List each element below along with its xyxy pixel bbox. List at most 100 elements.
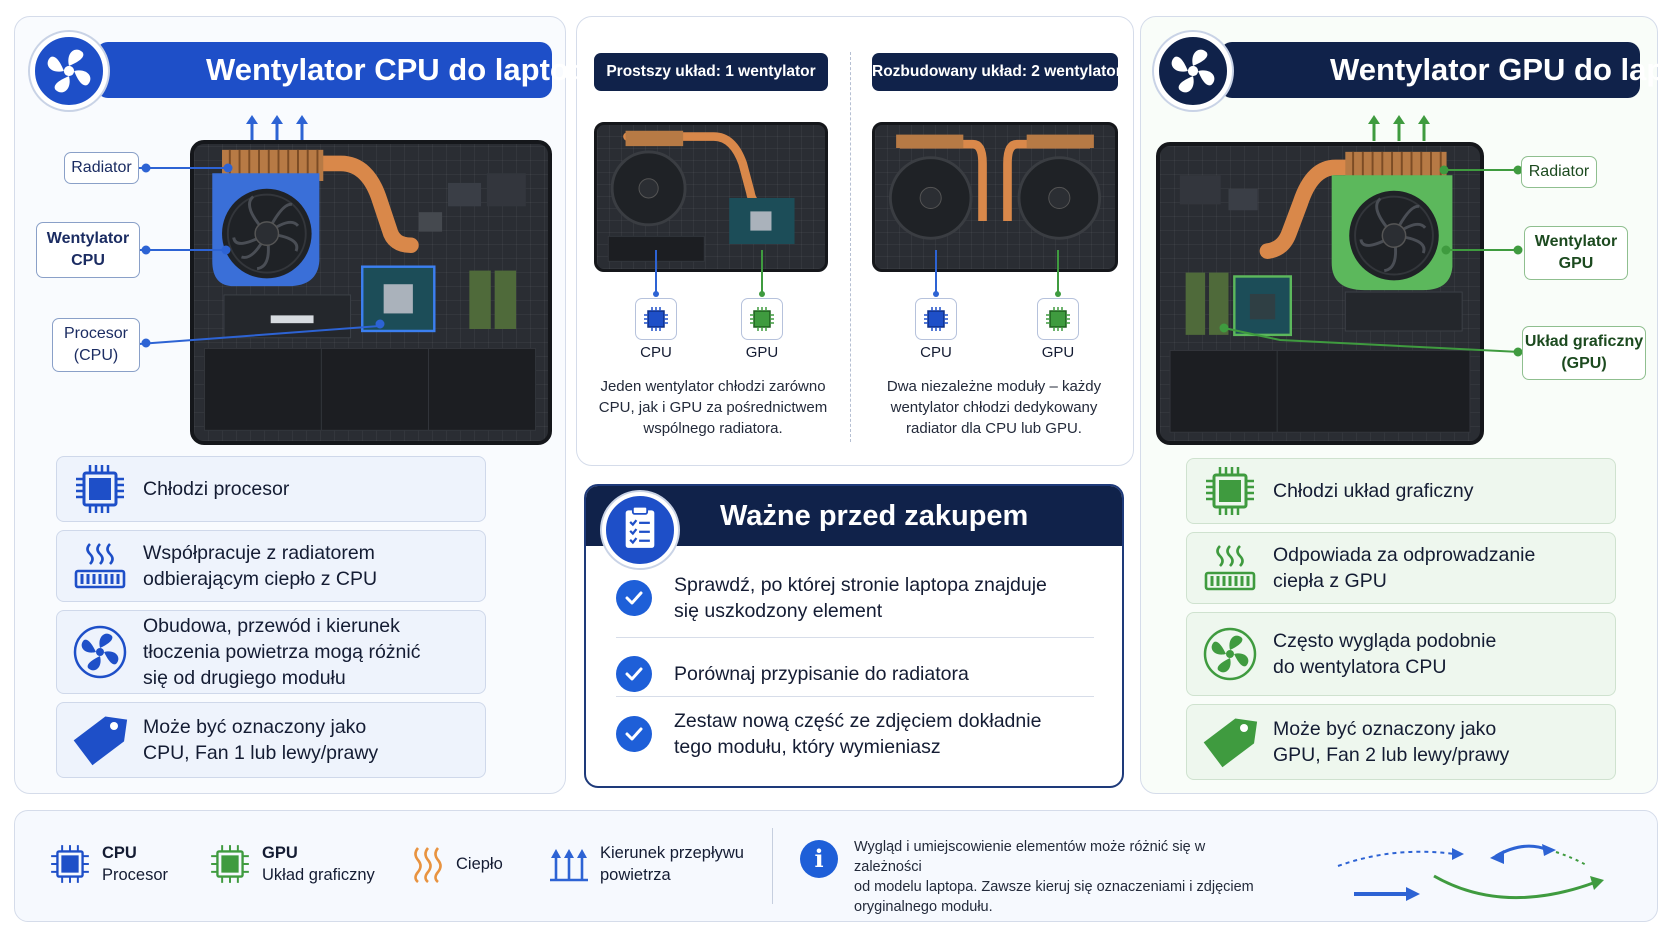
cpu-chip-icon [644,307,668,331]
legend-airflow-line2: powietrza [600,866,671,884]
line: odbierającym ciepło z CPU [143,568,378,590]
checkmark-icon [616,716,652,752]
simple-layout-board [594,122,828,272]
fan-badge-icon [30,32,108,110]
callout-graphics-chip: Układ graficzny (GPU) [1522,326,1646,380]
cpu-feature-radiator: Współpracuje z radiatorem odbierającym ci… [56,530,486,602]
line: Sprawdź, po której stronie laptopa znajd… [674,574,1047,596]
airflow-arrows-icon [1368,115,1430,141]
line: Dwa niezależne moduły – każdy [886,378,1102,395]
layouts-divider [850,52,851,442]
gpu-chip-icon [750,307,774,331]
airflow-arrows-icon [550,849,588,882]
tag-icon [1203,718,1258,768]
line: od modelu laptopa. Zawsze kieruj się ozn… [854,879,1254,895]
gpu-feature-text: Odpowiada za odprowadzanie ciepła z GPU [1273,542,1545,594]
cpu-chip-icon [51,845,89,883]
gpu-laptop-board [1156,142,1484,445]
line: Może być oznaczony jako [1273,718,1497,740]
callout-cpu-fan-line1: Wentylator [46,230,130,247]
tag-icon [73,716,128,766]
callout-graphics-chip-line2: (GPU) [1561,355,1607,372]
legend-cpu-title: CPU [102,844,137,862]
line: ciepła z GPU [1273,570,1387,592]
info-icon: i [800,840,838,878]
line: Współpracuje z radiatorem [143,542,375,564]
simple-gpu-chip [741,298,783,340]
simple-layout-title: Prostszy układ: 1 wentylator [594,53,828,91]
check-item: Porównaj przypisanie do radiatora [616,656,1106,692]
legend-gpu-sub: Układ graficzny [262,866,375,884]
extended-cpu-chip [915,298,957,340]
gpu-feature-text: Chłodzi układ graficzny [1273,480,1474,502]
simple-gpu-label: GPU [745,344,779,361]
gpu-chip-icon [211,845,249,883]
gpu-panel-title: Wentylator GPU do laptopa [1220,42,1672,98]
line: Odpowiada za odprowadzanie [1273,544,1536,566]
callout-graphics-chip-line1: Układ graficzny [1524,333,1644,350]
line: wentylator chłodzi dedykowany [890,399,1098,416]
line: Obudowa, przewód i kierunek [143,615,400,637]
heat-icon [414,847,442,884]
line: się uszkodzony element [674,600,883,622]
extended-gpu-label: GPU [1041,344,1075,361]
gpu-chip-icon [1046,307,1070,331]
line: Często wygląda podobnie [1273,630,1497,652]
cpu-chip-icon [76,465,124,513]
legend-cpu-sub: Procesor [102,866,169,884]
check-item: Sprawdź, po której stronie laptopa znajd… [616,572,1106,624]
legend-divider [772,828,773,904]
gpu-feature-heat: Odpowiada za odprowadzanie ciepła z GPU [1186,532,1616,604]
line: CPU, Fan 1 lub lewy/prawy [143,742,379,764]
line: Wygląd i umiejscowienie elementów może r… [854,839,1206,875]
line: wspólnego radiatora. [643,420,783,437]
divider [616,637,1094,638]
fan-badge-icon [1154,32,1232,110]
simple-cpu-label: CPU [640,344,672,361]
line: się od drugiego modułu [143,667,346,689]
heat-radiator-icon [1204,545,1256,591]
simple-cpu-chip [635,298,677,340]
legend-heat-label: Ciepło [456,855,503,873]
airflow-arrows-icon [246,115,308,141]
extended-layout-board [872,122,1118,272]
gpu-feature-cools-graphics: Chłodzi układ graficzny [1186,458,1616,524]
callout-radiator: Radiator [64,152,139,184]
gpu-chip-icon [1206,467,1254,515]
cpu-feature-cools-processor: Chłodzi procesor [56,456,486,522]
callout-gpu-fan: Wentylator GPU [1524,226,1628,280]
extended-layout-title: Rozbudowany układ: 2 wentylatory [872,53,1130,91]
divider [616,696,1094,697]
checkmark-icon [616,580,652,616]
cpu-chip-icon [924,307,948,331]
cpu-feature-text: Chłodzi procesor [143,478,290,500]
callout-gpu-fan-line2: GPU [1558,255,1594,272]
checkmark-icon [616,656,652,692]
line: CPU, jak i GPU za pośrednictwem [598,399,828,416]
callout-processor: Procesor (CPU) [52,318,140,372]
cpu-laptop-board [190,140,552,445]
callout-radiator: Radiator [1521,156,1597,188]
fan-icon [1203,627,1257,681]
legend-heat: Ciepło [410,844,503,884]
cpu-panel-title: Wentylator CPU do laptopa [96,42,605,98]
line: oryginalnego modułu. [854,899,993,915]
check-item: Zestaw nową część ze zdjęciem dokładnie t… [616,708,1106,760]
legend-info-text: Wygląd i umiejscowienie elementów może r… [854,837,1274,917]
line: Zestaw nową część ze zdjęciem dokładnie [674,710,1042,732]
extended-cpu-label: CPU [920,344,952,361]
clipboard-icon [602,492,678,568]
extended-layout-description: Dwa niezależne moduły – każdy wentylator… [860,376,1128,439]
line: tego modułu, który wymieniasz [674,736,941,758]
legend-cpu: CPU Procesor [48,842,168,886]
